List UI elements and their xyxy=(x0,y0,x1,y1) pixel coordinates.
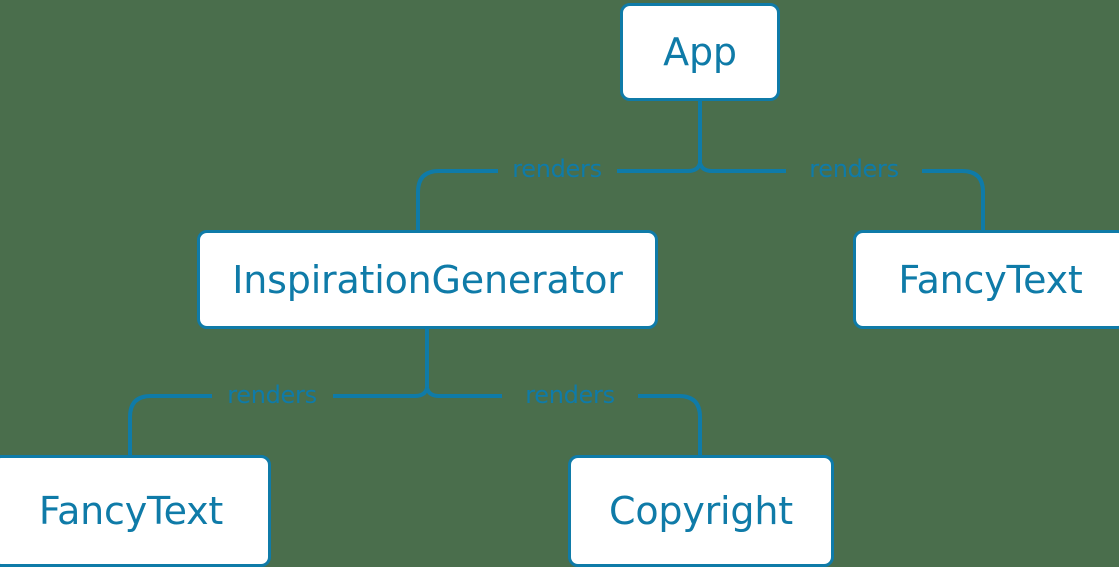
node-fancytext-right[interactable]: FancyText xyxy=(853,230,1119,329)
node-app-label: App xyxy=(663,30,737,74)
node-copyright-label: Copyright xyxy=(609,489,793,533)
edge-app-left-rail xyxy=(617,162,702,173)
node-fancytext-left[interactable]: FancyText xyxy=(0,455,271,567)
edge-app-to-inspiration-generator xyxy=(416,169,498,230)
node-inspiration-generator[interactable]: InspirationGenerator xyxy=(197,230,658,329)
edge-ig-left-rail xyxy=(333,387,429,398)
edge-app-to-fancytext-right xyxy=(922,169,985,230)
edge-inspiration-generator-to-copyright xyxy=(638,394,702,455)
edge-label-inspiration-generator-to-fancytext-left: renders xyxy=(227,381,317,409)
edge-ig-right-rail xyxy=(425,387,502,398)
node-inspiration-generator-label: InspirationGenerator xyxy=(232,257,623,302)
edge-label-app-to-fancytext-right: renders xyxy=(809,155,899,183)
edge-app-right-rail xyxy=(698,162,786,173)
node-fancytext-right-label: FancyText xyxy=(898,257,1083,302)
edge-label-inspiration-generator-to-copyright: renders xyxy=(525,381,615,409)
edge-label-app-to-inspiration-generator: renders xyxy=(512,155,602,183)
node-app[interactable]: App xyxy=(620,3,780,101)
node-copyright[interactable]: Copyright xyxy=(568,455,834,567)
node-fancytext-left-label: FancyText xyxy=(38,489,224,533)
edge-inspiration-generator-to-fancytext-left xyxy=(128,394,212,455)
